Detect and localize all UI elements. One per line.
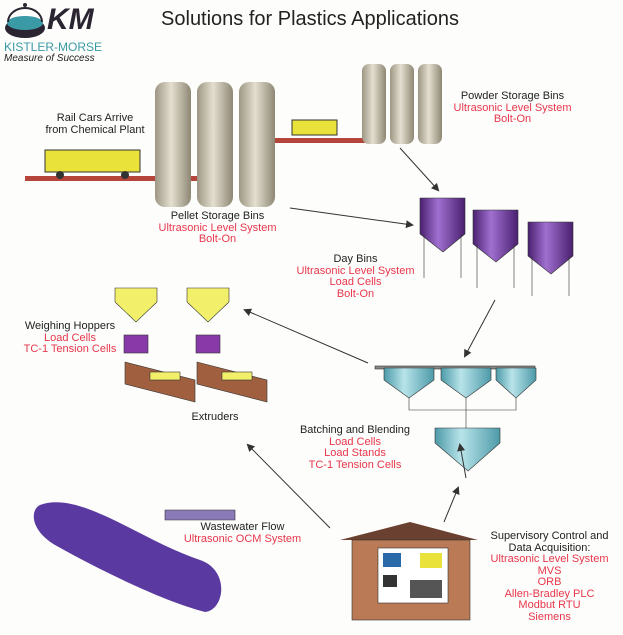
day-bins [419, 197, 574, 296]
label-title: Batching and Blending [299, 424, 411, 436]
label-title: Wastewater Flow [200, 521, 285, 533]
label-scada: Supervisory Control and Data Acquisition… [482, 530, 617, 623]
extruders [124, 361, 268, 403]
logo-tagline: Measure of Success [4, 53, 95, 64]
rail-car-1 [44, 149, 141, 179]
label-item: Bolt-On [493, 113, 532, 125]
label-item: Load Stands [324, 447, 386, 459]
label-item: TC-1 Tension Cells [308, 458, 402, 471]
label-title: Data Acquisition: [508, 541, 591, 554]
control-house [340, 522, 478, 621]
label-pellet-bins: Pellet Storage Bins Ultrasonic Level Sys… [150, 210, 285, 246]
label-item: TC-1 Tension Cells [23, 343, 117, 355]
label-line: Rail Cars Arrive [56, 112, 134, 124]
label-item: Ultrasonic Level System [490, 553, 609, 565]
label-item: ORB [537, 576, 562, 588]
label-item: Ultrasonic OCM System [183, 532, 302, 545]
label-item: Bolt-On [198, 233, 237, 245]
label-batching-blending: Batching and Blending Load Cells Load St… [290, 424, 420, 471]
label-title: Powder Storage Bins [460, 90, 565, 102]
weighing-hoppers [114, 287, 230, 354]
label-item: Bolt-On [336, 287, 375, 300]
flume [164, 509, 236, 521]
rail-tracks [25, 138, 370, 181]
label-item: Load Cells [329, 276, 382, 288]
logo-company-name: KISTLER-MORSE [4, 40, 103, 54]
label-title: Extruders [191, 411, 239, 423]
rail-car-2 [291, 119, 338, 136]
label-item: Ultrasonic Level System [158, 221, 277, 234]
label-title: Day Bins [333, 253, 378, 265]
label-item: Load Cells [44, 331, 96, 344]
page-title: Solutions for Plastics Applications [161, 8, 459, 30]
label-title: Supervisory Control and [490, 530, 609, 542]
label-item: Modbut RTU [518, 599, 581, 611]
label-item: Load Cells [329, 435, 381, 448]
label-day-bins: Day Bins Ultrasonic Level System Load Ce… [288, 253, 423, 300]
blending-hoppers [374, 365, 537, 472]
flow-arrows [243, 147, 496, 529]
label-item: Ultrasonic Level System [296, 264, 415, 277]
logo-initials: KM [47, 3, 94, 36]
pellet-storage-silos [155, 82, 275, 207]
label-wastewater: Wastewater Flow Ultrasonic OCM System [180, 521, 305, 545]
label-title: Weighing Hoppers [24, 320, 116, 332]
powder-storage-silos [362, 64, 442, 144]
logo-mark [5, 3, 45, 38]
label-line: from Chemical Plant [45, 123, 145, 136]
label-title: Pellet Storage Bins [170, 210, 265, 222]
label-extruders: Extruders [175, 411, 255, 424]
label-rail-cars: Rail Cars Arrive from Chemical Plant [30, 112, 160, 136]
label-item: Allen-Bradley PLC [504, 587, 595, 600]
label-item: Ultrasonic Level System [453, 101, 572, 114]
label-weighing-hoppers: Weighing Hoppers Load Cells TC-1 Tension… [15, 320, 125, 356]
label-powder-bins: Powder Storage Bins Ultrasonic Level Sys… [445, 90, 580, 126]
wastewater-stream [33, 502, 222, 612]
label-item: Siemens [528, 610, 571, 623]
label-item: MVS [537, 564, 562, 577]
